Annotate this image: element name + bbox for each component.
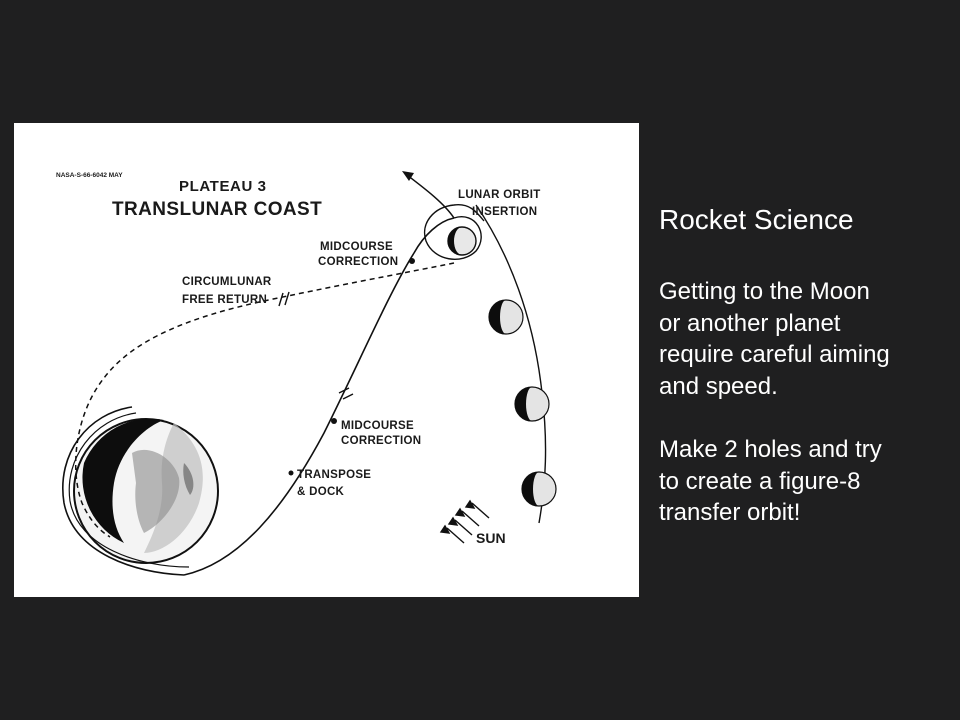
lunar-orbit-label-line2: INSERTION [472,206,537,218]
parking-orbit-inner [68,412,190,568]
midcourse-lower-label-line2: CORRECTION [341,435,421,447]
circumlunar-label-line1: CIRCUMLUNAR [182,276,272,288]
midcourse-lower-marker [331,418,337,424]
moon-icon [488,299,524,335]
translunar-trajectory [183,217,455,576]
midcourse-lower-label-line1: MIDCOURSE [341,420,414,432]
slide-text-panel: Rocket Science Getting to the Moon or an… [659,200,949,561]
transpose-label-line2: & DOCK [297,486,345,498]
moon-icon [514,386,550,422]
trajectory-break-dashed [278,291,290,307]
transpose-label-line1: TRANSPOSE [297,469,371,481]
earth-icon [73,418,219,564]
lunar-orbit-label-line1: LUNAR ORBIT [458,189,541,201]
direction-arrow-icon [402,171,414,181]
midcourse-upper-label-line2: CORRECTION [318,256,398,268]
trajectory-break-lower [338,387,354,400]
free-return-trajectory [74,262,455,538]
slide-paragraph-1: Getting to the Moon or another planet re… [659,278,890,400]
midcourse-upper-marker [409,258,415,264]
diagram-title-line2: TRANSLUNAR COAST [112,199,322,220]
diagram-svg: NASA-S-66-6042 MAY PLATEAU 3 TRANSLUNAR … [56,171,557,576]
translunar-coast-diagram: NASA-S-66-6042 MAY PLATEAU 3 TRANSLUNAR … [14,123,639,597]
circumlunar-label-line2: FREE RETURN [182,294,267,306]
lunar-orbit-loop [423,204,485,260]
slide-title: Rocket Science [659,204,854,235]
sun-label: SUN [476,530,506,546]
slide-paragraph-2: Make 2 holes and try to create a figure-… [659,436,882,526]
parking-orbit-outer [62,406,185,576]
diagram-ref-id: NASA-S-66-6042 MAY [56,172,123,179]
departing-path [406,174,455,219]
sun-rays-icon [439,499,490,544]
moon-icon [447,226,477,256]
transpose-dock-marker [288,470,294,476]
moon-icon [521,471,557,507]
midcourse-upper-label-line1: MIDCOURSE [320,241,393,253]
diagram-title-line1: PLATEAU 3 [179,178,267,195]
